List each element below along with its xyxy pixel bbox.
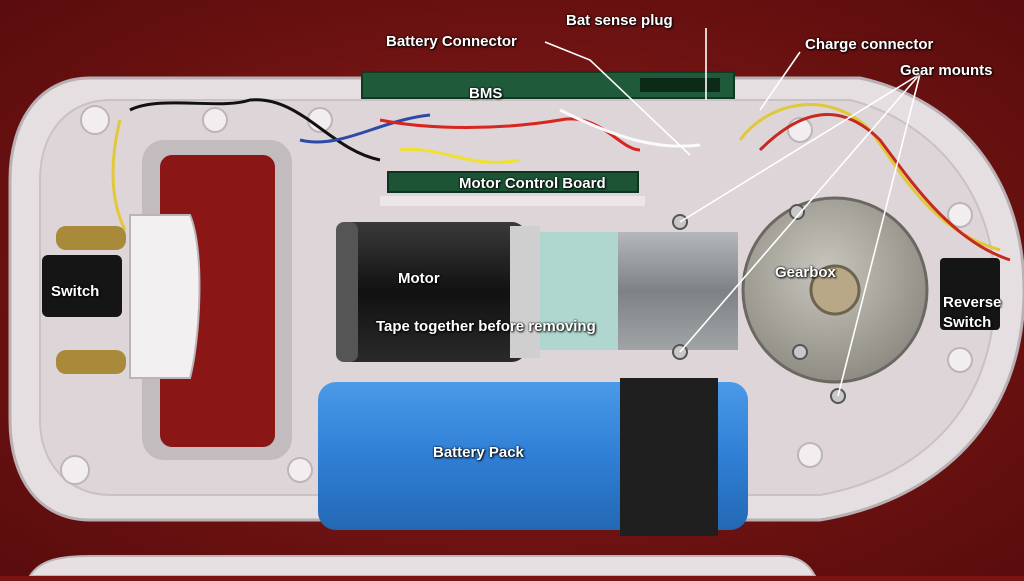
power-switch <box>42 255 122 317</box>
label-tape-note: Tape together before removing <box>376 318 596 335</box>
second-housing-edge <box>28 555 817 577</box>
bms-chip <box>640 78 720 92</box>
label-motor-control-board: Motor Control Board <box>459 175 606 192</box>
label-gearbox: Gearbox <box>775 264 836 281</box>
gearbox-cylinder <box>618 232 738 350</box>
label-motor: Motor <box>398 270 440 287</box>
wiring <box>111 98 1011 262</box>
label-reverse-switch-line2: Switch <box>943 314 992 331</box>
label-charge-connector: Charge connector <box>805 36 934 53</box>
label-switch: Switch <box>51 283 100 300</box>
motor-control-pcb <box>387 171 639 193</box>
motor-collar <box>510 226 540 358</box>
brass-insert-top <box>56 226 126 250</box>
bms-pcb <box>361 71 735 99</box>
motor-control-bracket <box>380 196 645 206</box>
switch-actuator <box>129 214 201 379</box>
label-bat-sense-plug: Bat sense plug <box>566 12 673 29</box>
label-battery-connector: Battery Connector <box>386 33 517 50</box>
reverse-switch-body <box>940 258 1000 330</box>
label-bms: BMS <box>469 85 503 102</box>
callout-lines <box>544 28 921 397</box>
battery-tape <box>620 378 718 536</box>
motor-body <box>336 222 526 362</box>
coupler-sleeve <box>540 232 620 350</box>
label-gear-mounts: Gear mounts <box>900 62 993 79</box>
gearbox-shaft <box>809 264 861 316</box>
label-battery-pack: Battery Pack <box>433 444 524 461</box>
label-reverse-switch-line1: Reverse <box>943 294 1002 311</box>
brass-insert-bottom <box>56 350 126 374</box>
motor-endcap <box>336 222 358 362</box>
